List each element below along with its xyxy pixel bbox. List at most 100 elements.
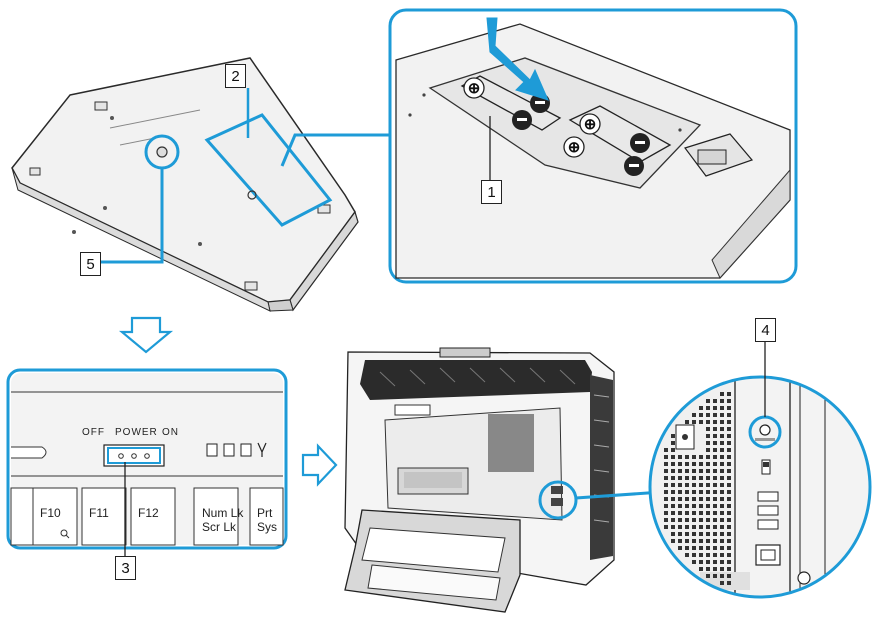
key-f11: F11 [89, 507, 109, 520]
vent-hole [699, 525, 703, 529]
vent-hole [720, 434, 724, 438]
vent-hole [678, 539, 682, 543]
vent-hole [727, 574, 731, 578]
vent-hole [720, 518, 724, 522]
vent-hole [664, 476, 668, 480]
vent-hole [678, 483, 682, 487]
key-prt: Prt [257, 507, 272, 520]
vent-hole [678, 490, 682, 494]
down-arrow-icon [122, 318, 170, 352]
vent-hole [727, 560, 731, 564]
vent-hole [720, 413, 724, 417]
vent-hole [699, 532, 703, 536]
vent-hole [678, 504, 682, 508]
vent-hole [720, 448, 724, 452]
vent-hole [727, 434, 731, 438]
vent-hole [720, 553, 724, 557]
vent-hole [699, 511, 703, 515]
vent-hole [692, 504, 696, 508]
vent-hole [713, 525, 717, 529]
vent-hole [706, 518, 710, 522]
vent-hole [699, 567, 703, 571]
vent-hole [685, 504, 689, 508]
vent-hole [671, 462, 675, 466]
vent-hole [720, 511, 724, 515]
callout-4: 4 [755, 318, 776, 342]
vent-hole [692, 560, 696, 564]
vent-hole [664, 469, 668, 473]
vent-hole [685, 525, 689, 529]
vent-hole [727, 525, 731, 529]
vent-hole [727, 518, 731, 522]
vent-hole [685, 469, 689, 473]
vent-hole [685, 455, 689, 459]
vent-hole [685, 476, 689, 480]
vent-hole [713, 539, 717, 543]
vent-hole [706, 539, 710, 543]
vent-hole [664, 525, 668, 529]
vent-hole [664, 490, 668, 494]
vent-hole [699, 413, 703, 417]
power-title-label: POWER [115, 426, 158, 439]
vent-hole [671, 497, 675, 501]
vent-hole [671, 455, 675, 459]
vent-hole [713, 483, 717, 487]
vent-hole [671, 441, 675, 445]
vent-hole [706, 406, 710, 410]
vent-hole [678, 518, 682, 522]
vent-hole [692, 525, 696, 529]
vent-hole [692, 518, 696, 522]
vent-hole [699, 497, 703, 501]
vent-hole [699, 560, 703, 564]
caps-lock-indicator-icon [224, 444, 234, 456]
vent-hole [699, 539, 703, 543]
power-off-label: OFF [82, 426, 105, 439]
vent-hole [692, 532, 696, 536]
vent-hole [720, 532, 724, 536]
vent-hole [678, 455, 682, 459]
vent-hole [720, 504, 724, 508]
vent-hole [720, 560, 724, 564]
vent-hole [692, 413, 696, 417]
vent-hole [671, 469, 675, 473]
vent-hole [699, 490, 703, 494]
svg-text:⊕: ⊕ [584, 116, 597, 133]
vent-hole [664, 504, 668, 508]
num-lock-indicator-icon [207, 444, 217, 456]
vent-hole [713, 469, 717, 473]
port-zoom-inset [650, 372, 870, 600]
callout-1: 1 [481, 180, 502, 204]
vent-hole [699, 546, 703, 550]
right-arrow-icon [303, 446, 336, 484]
vent-hole [727, 567, 731, 571]
vent-hole [692, 483, 696, 487]
vent-hole [720, 483, 724, 487]
vent-hole [706, 469, 710, 473]
vent-hole [699, 504, 703, 508]
vent-hole [713, 518, 717, 522]
vent-hole [720, 420, 724, 424]
vent-hole [678, 532, 682, 536]
vent-hole [706, 525, 710, 529]
vent-hole [699, 553, 703, 557]
vent-hole [664, 462, 668, 466]
vent-hole [713, 441, 717, 445]
vent-hole [699, 406, 703, 410]
key-f10: F10 [40, 507, 61, 520]
vent-hole [727, 483, 731, 487]
vent-hole [664, 448, 668, 452]
vent-hole [706, 504, 710, 508]
vent-hole [692, 455, 696, 459]
usb-port-icon [758, 506, 778, 515]
vent-hole [706, 476, 710, 480]
vent-hole [720, 441, 724, 445]
vent-hole [727, 469, 731, 473]
vent-hole [671, 504, 675, 508]
vent-hole [713, 476, 717, 480]
key-numlk: Num Lk [202, 507, 243, 520]
vent-hole [713, 574, 717, 578]
vent-hole [713, 413, 717, 417]
svg-text:⊕: ⊕ [568, 139, 581, 156]
vent-hole [720, 546, 724, 550]
